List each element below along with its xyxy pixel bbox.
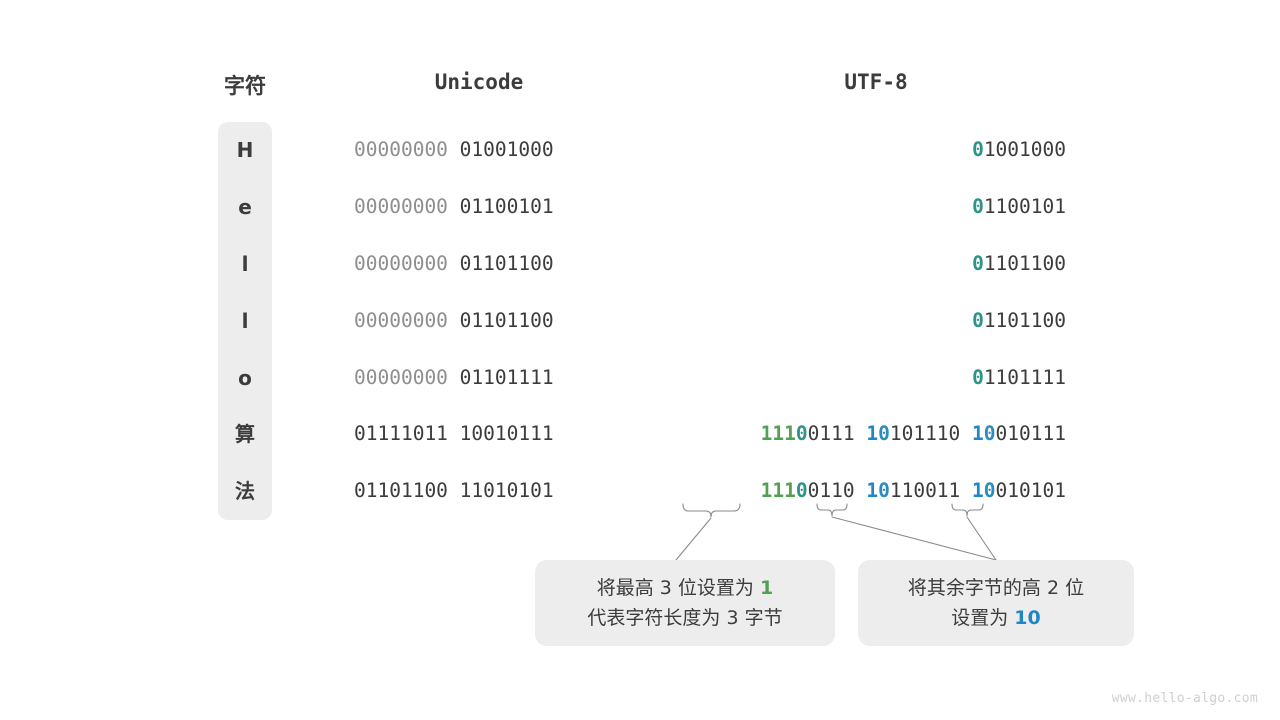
utf8-byte1-length-marker: 111 <box>760 479 796 502</box>
utf8-value-row: 01101100 <box>600 251 1066 277</box>
utf8-byte3-cont-hi: 1 <box>972 479 984 502</box>
unicode-low-byte: 01101111 <box>459 366 554 389</box>
leader-line-callout-2a <box>831 516 997 561</box>
callout-1-line-2: 代表字符长度为 3 字节 <box>587 607 783 629</box>
byte-gap <box>960 479 972 502</box>
utf8-byte2-payload: 101110 <box>889 422 961 445</box>
unicode-value-row: 01101100 11010101 <box>354 478 606 504</box>
brace-length-marker <box>682 503 741 518</box>
byte-gap <box>448 138 460 161</box>
unicode-low-byte: 10010111 <box>459 422 554 445</box>
unicode-value-row: 00000000 01001000 <box>354 137 606 163</box>
utf8-byte1-prefix: 0 <box>972 366 984 389</box>
character-column-panel <box>218 122 272 520</box>
utf8-byte1-prefix: 0 <box>972 195 984 218</box>
callout-2-text-a: 设置为 <box>951 607 1015 629</box>
utf8-value-row: 11100111 10101110 10010111 <box>600 421 1066 447</box>
byte-gap <box>448 422 460 445</box>
callout-2-line-2: 设置为 10 <box>951 603 1041 633</box>
utf8-byte1-payload: 0110 <box>807 479 855 502</box>
brace-continuation-byte3 <box>951 503 984 517</box>
utf8-value-row: 01100101 <box>600 194 1066 220</box>
utf8-byte2-cont-lo: 0 <box>878 479 890 502</box>
character-cell: l <box>241 309 249 333</box>
unicode-value-row: 01111011 10010111 <box>354 421 606 447</box>
unicode-high-byte: 00000000 <box>354 195 448 218</box>
leader-line-callout-1 <box>675 517 712 561</box>
unicode-low-byte: 01101100 <box>459 252 554 275</box>
utf8-byte2-cont-hi: 1 <box>866 479 879 502</box>
utf8-value-row: 01101111 <box>600 365 1066 391</box>
utf8-byte3-payload: 010111 <box>995 422 1066 445</box>
utf8-byte3-cont-lo: 0 <box>983 479 996 502</box>
unicode-high-byte: 00000000 <box>354 309 448 332</box>
unicode-value-row: 00000000 01101111 <box>354 365 606 391</box>
byte-gap <box>448 479 460 502</box>
callout-1-line-1: 将最高 3 位设置为 1 <box>597 573 773 603</box>
utf8-byte1-payload: 1101100 <box>983 252 1066 275</box>
callout-continuation-bytes: 将其余字节的高 2 位 设置为 10 <box>858 560 1134 646</box>
utf8-byte1-prefix: 0 <box>972 309 984 332</box>
unicode-high-byte: 01101100 <box>354 479 448 502</box>
utf8-byte1-payload: 1001000 <box>983 138 1066 161</box>
column-header-unicode: Unicode <box>434 70 524 94</box>
character-cell: e <box>238 195 252 219</box>
unicode-low-byte: 01101100 <box>459 309 554 332</box>
callout-2-highlight: 10 <box>1014 607 1041 629</box>
unicode-value-row: 00000000 01101100 <box>354 308 606 334</box>
byte-gap <box>448 366 460 389</box>
utf8-byte2-cont-lo: 0 <box>878 422 890 445</box>
utf8-byte1-prefix: 0 <box>972 138 984 161</box>
utf8-byte1-payload: 1101111 <box>983 366 1066 389</box>
byte-gap <box>960 422 972 445</box>
utf8-byte1-length-marker: 111 <box>760 422 796 445</box>
character-cell: o <box>238 366 252 390</box>
utf8-byte2-payload: 110011 <box>889 479 961 502</box>
byte-gap <box>448 195 460 218</box>
byte-gap <box>448 252 460 275</box>
utf8-byte1-payload: 1101100 <box>983 309 1066 332</box>
column-header-character: 字符 <box>224 74 266 98</box>
callout-1-text-a: 将最高 3 位设置为 <box>596 577 760 599</box>
unicode-high-byte: 00000000 <box>354 366 448 389</box>
unicode-low-byte: 11010101 <box>459 479 554 502</box>
unicode-value-row: 00000000 01101100 <box>354 251 606 277</box>
brace-continuation-byte2 <box>816 503 848 517</box>
callout-1-highlight: 1 <box>759 577 774 599</box>
byte-gap <box>448 309 460 332</box>
unicode-low-byte: 01100101 <box>459 195 554 218</box>
utf8-byte3-cont-lo: 0 <box>983 422 996 445</box>
utf8-byte1-terminator: 0 <box>795 479 808 502</box>
utf8-byte3-payload: 010101 <box>995 479 1066 502</box>
character-cell: H <box>236 138 254 162</box>
callout-2-line-1: 将其余字节的高 2 位 <box>907 577 1085 599</box>
utf8-value-row: 01001000 <box>600 137 1066 163</box>
unicode-value-row: 00000000 01100101 <box>354 194 606 220</box>
byte-gap <box>855 479 867 502</box>
unicode-low-byte: 01001000 <box>459 138 554 161</box>
utf8-value-row: 01101100 <box>600 308 1066 334</box>
unicode-high-byte: 00000000 <box>354 138 448 161</box>
unicode-high-byte: 00000000 <box>354 252 448 275</box>
column-header-utf8: UTF-8 <box>844 70 908 94</box>
character-cell: l <box>241 252 249 276</box>
character-cell: 法 <box>235 479 255 503</box>
utf8-byte1-payload: 1100101 <box>983 195 1066 218</box>
byte-gap <box>855 422 867 445</box>
character-cell: 算 <box>235 422 255 446</box>
utf8-value-row: 11100110 10110011 10010101 <box>600 478 1066 504</box>
unicode-high-byte: 01111011 <box>354 422 448 445</box>
watermark: www.hello-algo.com <box>1111 691 1258 706</box>
utf8-byte3-cont-hi: 1 <box>972 422 984 445</box>
leader-line-callout-2b <box>966 516 997 561</box>
utf8-byte1-terminator: 0 <box>795 422 808 445</box>
utf8-byte2-cont-hi: 1 <box>866 422 879 445</box>
utf8-byte1-prefix: 0 <box>972 252 984 275</box>
callout-length-marker: 将最高 3 位设置为 1 代表字符长度为 3 字节 <box>535 560 835 646</box>
utf8-byte1-payload: 0111 <box>807 422 855 445</box>
